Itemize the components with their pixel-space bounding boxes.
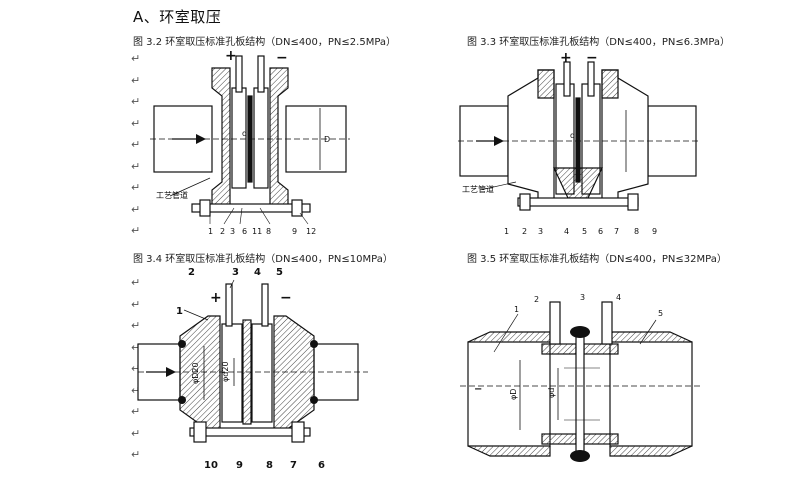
part-number: 2 [220, 227, 225, 236]
part-number: 9 [652, 227, 657, 236]
plus-sign: + [210, 290, 222, 306]
paragraph-mark: ↵ [131, 426, 141, 440]
minus-sign: − [586, 50, 598, 66]
pipe-label: 工艺管道 [462, 184, 494, 194]
minus-sign: − [280, 290, 292, 306]
pipe-label: 工艺管道 [156, 190, 188, 200]
paragraph-mark: ↵ [131, 319, 141, 332]
section-heading: A、环室取压 [133, 8, 222, 26]
figure-3-2-drawing: + − D d 工艺管道 1 2 3 6 11 8 9 12 [150, 48, 350, 243]
paragraph-mark: ↵ [131, 159, 141, 173]
part-number: 8 [634, 227, 639, 236]
part-number: 9 [292, 227, 297, 236]
part-number: 3 [232, 267, 239, 278]
paragraph-mark: ↵ [131, 297, 141, 311]
paragraph-mark: ↵ [131, 202, 141, 216]
dimension-label: d [242, 129, 247, 138]
figure-3-4-drawing: + − 2 3 4 5 1 φD20 φd20 10 9 8 7 6 [137, 264, 368, 474]
part-number: 4 [254, 267, 261, 278]
paragraph-mark: ↵ [131, 383, 141, 397]
dimension-label: d [570, 131, 575, 140]
part-number: 5 [582, 227, 587, 236]
dimension-label: φD20 [191, 362, 200, 384]
part-number: 1 [176, 306, 183, 317]
part-number: 3 [538, 227, 543, 236]
part-number: 8 [266, 227, 271, 236]
figure-3-3-drawing: + − d 工艺管道 1 2 3 4 5 6 7 8 9 [458, 48, 698, 243]
paragraph-marks-column-lower: ↵ ↵ ↵ ↵ ↵ ↵ ↵ ↵ ↵ [131, 272, 140, 466]
part-number: 9 [236, 460, 243, 471]
part-number: 2 [188, 267, 195, 278]
paragraph-mark: ↵ [131, 138, 141, 151]
part-number: 11 [252, 227, 262, 236]
dimension-label: φd [547, 388, 556, 398]
part-number: 4 [616, 293, 621, 302]
dimension-label: φD [509, 389, 518, 400]
paragraph-mark: ↵ [131, 52, 141, 65]
paragraph-mark: ↵ [131, 224, 141, 237]
figure-caption-3-3: 图 3.3 环室取压标准孔板结构（DN≤400，PN≤6.3MPa） [467, 37, 731, 48]
figure-caption-3-5: 图 3.5 环室取压标准孔板结构（DN≤400，PN≤32MPa） [467, 254, 727, 265]
dimension-label: D [324, 135, 330, 144]
part-number: 7 [614, 227, 619, 236]
paragraph-mark: ↵ [131, 95, 141, 108]
paragraph-mark: ↵ [131, 448, 141, 461]
paragraph-mark: ↵ [131, 116, 141, 130]
part-number: 6 [242, 227, 247, 236]
part-number: 10 [204, 460, 218, 471]
paragraph-mark: ↵ [131, 340, 141, 354]
part-number: 7 [290, 460, 297, 471]
part-number: 4 [564, 227, 569, 236]
figure-caption-3-4: 图 3.4 环室取压标准孔板结构（DN≤400，PN≤10MPa） [133, 254, 393, 265]
paragraph-mark: ↵ [131, 362, 141, 375]
part-number: 5 [276, 267, 283, 278]
part-number: 3 [580, 293, 585, 302]
dimension-label: φd20 [221, 361, 230, 382]
paragraph-mark: ↵ [131, 181, 141, 194]
paragraph-mark: ↵ [212, 8, 222, 21]
paragraph-mark: ↵ [131, 405, 141, 418]
part-number: 2 [534, 295, 539, 304]
paragraph-mark: ↵ [131, 73, 141, 87]
minus-sign: − [474, 384, 482, 395]
part-number: 5 [658, 309, 663, 318]
part-number: 1 [514, 305, 519, 314]
part-number: 6 [318, 460, 325, 471]
part-number: 6 [598, 227, 603, 236]
part-number: 2 [522, 227, 527, 236]
paragraph-mark: ↵ [131, 276, 141, 289]
part-number: 1 [208, 227, 213, 236]
minus-sign: − [276, 50, 288, 66]
plus-sign: + [225, 48, 237, 64]
part-number: 1 [504, 227, 509, 236]
figure-caption-3-2: 图 3.2 环室取压标准孔板结构（DN≤400，PN≤2.5MPa） [133, 37, 397, 48]
part-number: 3 [230, 227, 235, 236]
part-number: 8 [266, 460, 273, 471]
part-number: 12 [306, 227, 316, 236]
plus-sign: + [560, 50, 572, 66]
paragraph-marks-column: ↵ ↵ ↵ ↵ ↵ ↵ ↵ ↵ ↵ [131, 48, 140, 242]
figure-3-5-drawing: − φD φd 1 2 3 4 5 [460, 270, 700, 470]
